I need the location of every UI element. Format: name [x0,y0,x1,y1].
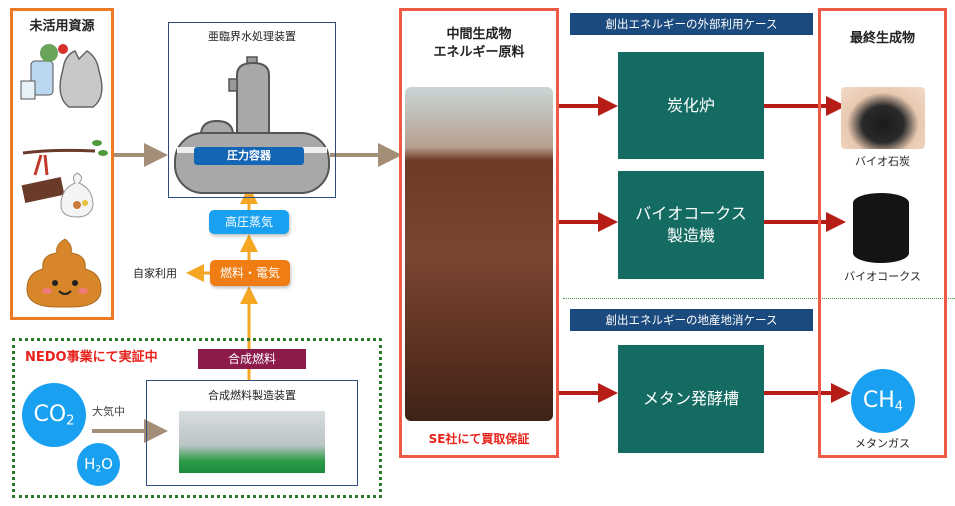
ch4-molecule: CH4 [851,369,915,433]
intermediate-title-line1: 中間生成物 [446,27,512,42]
manure-icon [26,238,102,308]
external-use-case-header: 創出エネルギーの外部利用ケース [570,13,813,35]
nedo-demo-area [12,338,382,498]
pressure-vessel-icon [174,56,330,194]
biocoke-machine-line2: 製造機 [666,226,715,245]
fuel-electricity-box: 燃料・電気 [210,260,290,286]
pruned-branches-icon [21,140,108,218]
methane-gas-label: メタンガス [855,437,910,450]
final-product-panel: 最終生成物 バイオ石炭 バイオコークス CH4 メタンガス [818,8,947,458]
ch4-text: CH [862,388,895,413]
co2-text: CO [33,402,67,427]
intermediate-title-line2: エネルギー原料 [433,45,525,60]
self-use-label: 自家利用 [133,267,177,280]
local-use-case-header: 創出エネルギーの地産地消ケース [570,309,813,331]
h2o-molecule: H2O [77,443,120,486]
case-separator [563,298,955,299]
intermediate-product-panel: 中間生成物 エネルギー原料 SE社にて買取保証 [399,8,559,458]
biocoal-photo [841,87,925,149]
intermediate-title: 中間生成物 エネルギー原料 [402,26,556,62]
buyback-guarantee-label: SE社にて買取保証 [428,432,530,446]
biocoke-machine-line1: バイオコークス [635,204,747,223]
synthetic-fuel-plant: 合成燃料製造装置 [146,380,358,486]
final-product-title: 最終生成物 [849,31,915,46]
unused-resources-title: 未活用資源 [29,19,95,34]
compost-photo [405,87,553,421]
synthetic-fuel-plant-title: 合成燃料製造装置 [208,389,296,402]
biocoal-label: バイオ石炭 [855,155,910,168]
h2o-subscript: 2 [95,464,102,475]
biocoke-machine-box: バイオコークス 製造機 [618,171,764,279]
high-pressure-steam-box: 高圧蒸気 [209,210,289,234]
biocoke-photo [853,193,909,263]
synthetic-fuel-plant-photo [179,411,325,473]
carbonizer-box: 炭化炉 [618,52,764,159]
biocoke-label: バイオコークス [844,270,921,283]
subcritical-water-unit: 亜臨界水処理装置 圧力容器 [168,22,336,198]
co2-subscript: 2 [66,413,75,429]
nedo-label: NEDO事業にて実証中 [25,350,158,365]
methane-fermenter-box: メタン発酵槽 [618,345,764,453]
h2o-text-o: O [101,455,113,473]
ch4-subscript: 4 [894,399,904,415]
unused-resources-panel: 未活用資源 [10,8,114,320]
atmosphere-label: 大気中 [92,405,125,418]
synthetic-fuel-box: 合成燃料 [198,349,306,369]
pressure-vessel-label: 圧力容器 [194,147,304,165]
h2o-text-h: H [84,455,96,473]
co2-molecule: CO2 [22,383,86,447]
food-waste-icon [20,44,103,108]
subcritical-unit-title: 亜臨界水処理装置 [208,30,296,43]
